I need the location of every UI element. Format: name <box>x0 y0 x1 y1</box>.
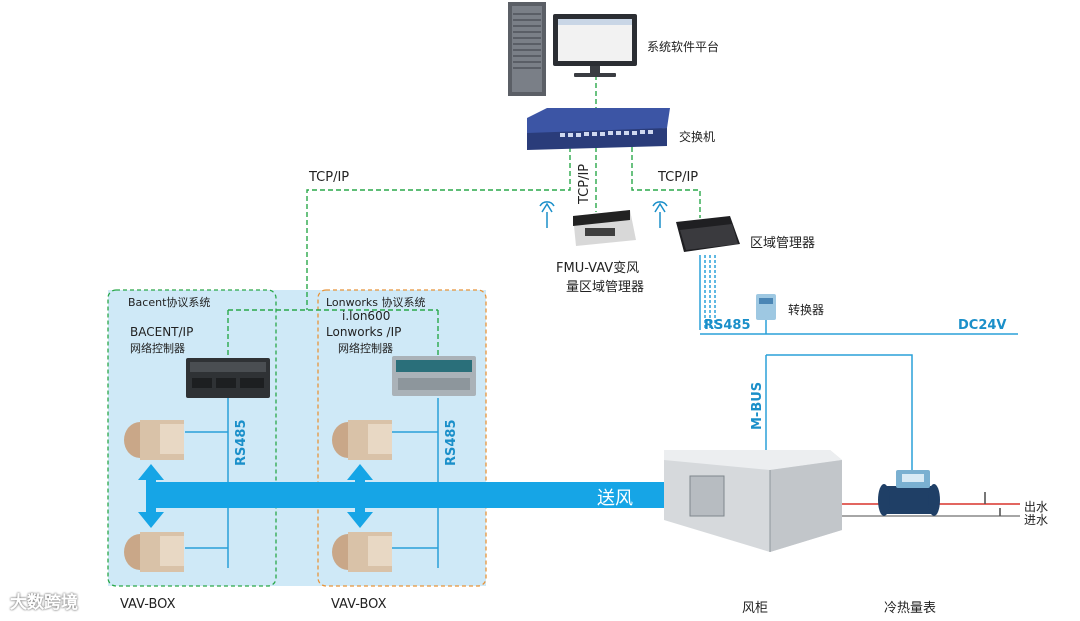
lonworks-controller-icon <box>392 356 476 396</box>
fmu-label-line2: 量区域管理器 <box>566 280 645 295</box>
zone-manager-icon <box>676 216 740 252</box>
fmu-vav-controller-icon <box>573 210 636 246</box>
lonworks-group-box <box>317 289 487 587</box>
vav-box-icon <box>124 420 184 460</box>
switch-label: 交换机 <box>679 130 716 144</box>
antenna-icon-right <box>652 201 668 228</box>
fmu-label-line1: FMU-VAV变风 <box>556 261 640 276</box>
monitor-icon <box>553 14 637 77</box>
converter-icon <box>756 294 776 320</box>
outlet-water-label: 出水 <box>1024 500 1049 514</box>
platform-label: 系统软件平台 <box>647 40 720 54</box>
watermark-label: 大数跨境 <box>10 593 78 613</box>
antenna-icon-left <box>539 201 555 228</box>
vav-box-icon <box>124 532 184 572</box>
vav-box-left-label: VAV-BOX <box>120 597 176 612</box>
supply-air-arrow <box>138 464 706 528</box>
tcpip-right-label: TCP/IP <box>658 170 699 185</box>
vav-box-icon <box>332 420 392 460</box>
network-switch-icon <box>527 108 670 150</box>
network-lines <box>227 75 701 360</box>
ahu-label: 风柜 <box>742 601 769 616</box>
ahu-cabinet-icon <box>664 450 842 552</box>
rs485-top-label: RS485 <box>704 318 751 333</box>
bacnet-group-box <box>107 289 277 587</box>
bacnet-system-label: Bacent协议系统 <box>128 296 211 309</box>
tcpip-left-label: TCP/IP <box>309 170 350 185</box>
server-icon <box>508 2 546 96</box>
rs485-right-label: RS485 <box>444 419 459 466</box>
bacnet-controller-label-2: 网络控制器 <box>130 342 185 355</box>
heat-meter-label: 冷热量表 <box>884 601 937 616</box>
rs485-left-label: RS485 <box>234 419 249 466</box>
bacnet-controller-icon <box>186 358 270 398</box>
mbus-label: M-BUS <box>750 381 765 430</box>
vav-box-right-label: VAV-BOX <box>331 597 387 612</box>
heat-meter-icon <box>878 470 940 516</box>
bacnet-controller-label-1: BACENT/IP <box>130 325 194 339</box>
inlet-water-label: 进水 <box>1024 513 1049 527</box>
lonworks-controller-label-3: 网络控制器 <box>338 342 393 355</box>
tcpip-mid-label: TCP/IP <box>577 163 592 204</box>
converter-label: 转换器 <box>788 303 825 317</box>
dc24v-label: DC24V <box>958 318 1007 333</box>
supply-air-label: 送风 <box>597 488 633 509</box>
lonworks-controller-label-1: i.lon600 <box>342 309 391 323</box>
vav-box-icon <box>332 532 392 572</box>
lonworks-system-label: Lonworks 协议系统 <box>326 296 426 309</box>
zone-manager-label: 区域管理器 <box>750 236 816 251</box>
lonworks-controller-label-2: Lonworks /IP <box>326 325 402 339</box>
